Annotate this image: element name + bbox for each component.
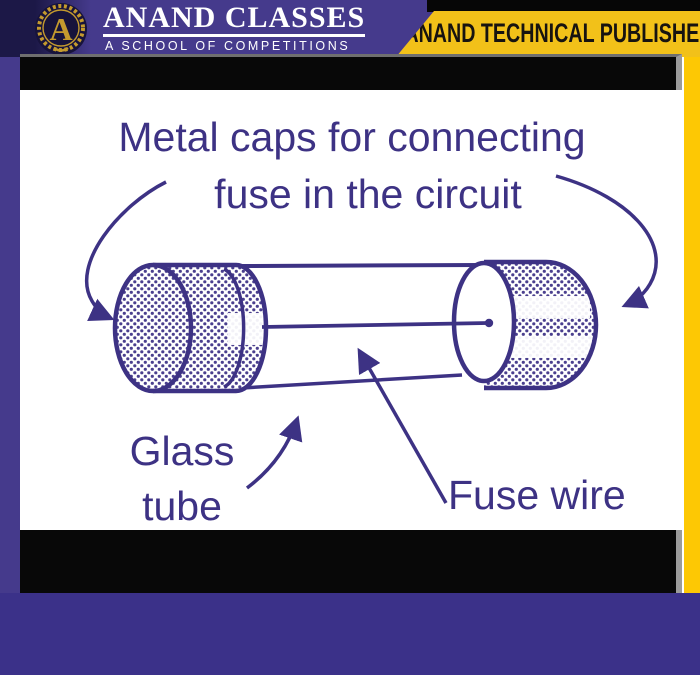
glass-tube-bottom-line xyxy=(241,373,463,390)
left-metal-cap xyxy=(112,262,270,394)
footer: ANAND CLASSES A HOUSE OF EDUCATION ANAND… xyxy=(0,593,700,675)
logo-letter: A xyxy=(49,11,72,47)
brand-title: ANAND CLASSES xyxy=(103,3,366,37)
bottom-black-bar xyxy=(20,530,682,593)
publisher-label: ANAND TECHNICAL PUBLISHERS xyxy=(403,18,700,49)
right-border-strip xyxy=(684,57,700,595)
left-border-strip xyxy=(0,57,20,595)
top-black-bar xyxy=(20,54,682,90)
publisher-banner: ANAND TECHNICAL PUBLISHERS xyxy=(396,11,700,57)
metal-caps-label-line1: Metal caps for connecting xyxy=(118,114,586,160)
fuse-wire-line xyxy=(261,318,494,329)
metal-cap-arrow-left xyxy=(85,180,167,322)
publisher-top-strip xyxy=(427,0,700,12)
metal-cap-arrow-right xyxy=(555,174,658,309)
anand-classes-laurel-logo-icon: A xyxy=(35,3,87,55)
fuse-wire-label: Fuse wire xyxy=(448,472,626,518)
glass-tube-label-line2: tube xyxy=(142,483,222,529)
glass-tube-label-line1: Glass xyxy=(129,428,235,474)
right-metal-cap xyxy=(451,259,599,391)
fuse-wire-arrow xyxy=(357,347,448,504)
glass-tube-label: Glass tube xyxy=(112,424,252,534)
metal-caps-label-line2: fuse in the circuit xyxy=(214,171,522,217)
glass-tube-arrow xyxy=(245,415,303,490)
glass-tube-top-line xyxy=(239,263,483,268)
